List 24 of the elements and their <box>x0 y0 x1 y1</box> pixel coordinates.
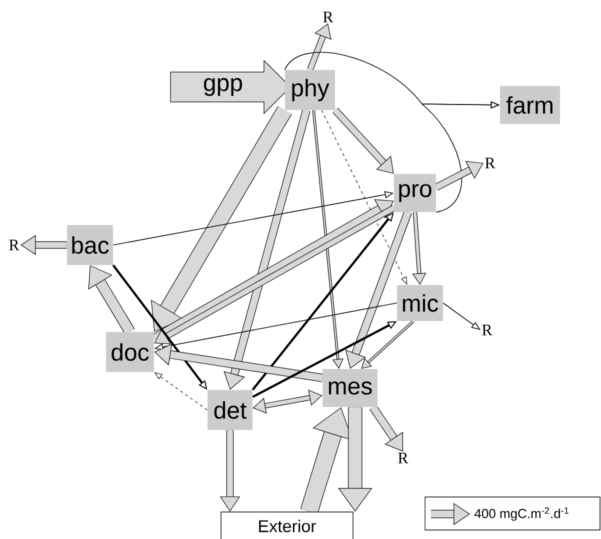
flow-arrow <box>345 210 412 369</box>
flow-arrow <box>332 108 394 174</box>
flow-arrow <box>434 161 484 191</box>
respiration-label: R <box>485 158 496 168</box>
compartment-box: bac <box>67 225 113 265</box>
legend-text: 400 mgC.m$^{-2}$.d$^{-1}$ <box>474 507 568 521</box>
compartment-box: pro <box>394 174 436 212</box>
respiration-label: R <box>482 324 492 336</box>
respiration-label: R <box>398 452 408 464</box>
flow-arrow <box>252 390 322 414</box>
compartment-box: det <box>208 390 252 430</box>
flow-arrow <box>154 344 323 382</box>
compartment-box: mes <box>322 369 378 407</box>
flow-arrow <box>412 212 426 285</box>
exterior-box: Exterior <box>220 512 354 539</box>
compartment-box: farm <box>500 86 560 124</box>
respiration-label: R <box>9 240 20 250</box>
compartment-box: doc <box>106 332 154 372</box>
flow-arrow <box>224 109 310 390</box>
compartment-box: phy <box>285 70 335 110</box>
respiration-label: R <box>323 12 334 22</box>
compartment-box: mic <box>397 285 443 321</box>
flow-arrow <box>88 265 135 335</box>
flow-arrow <box>361 320 414 369</box>
